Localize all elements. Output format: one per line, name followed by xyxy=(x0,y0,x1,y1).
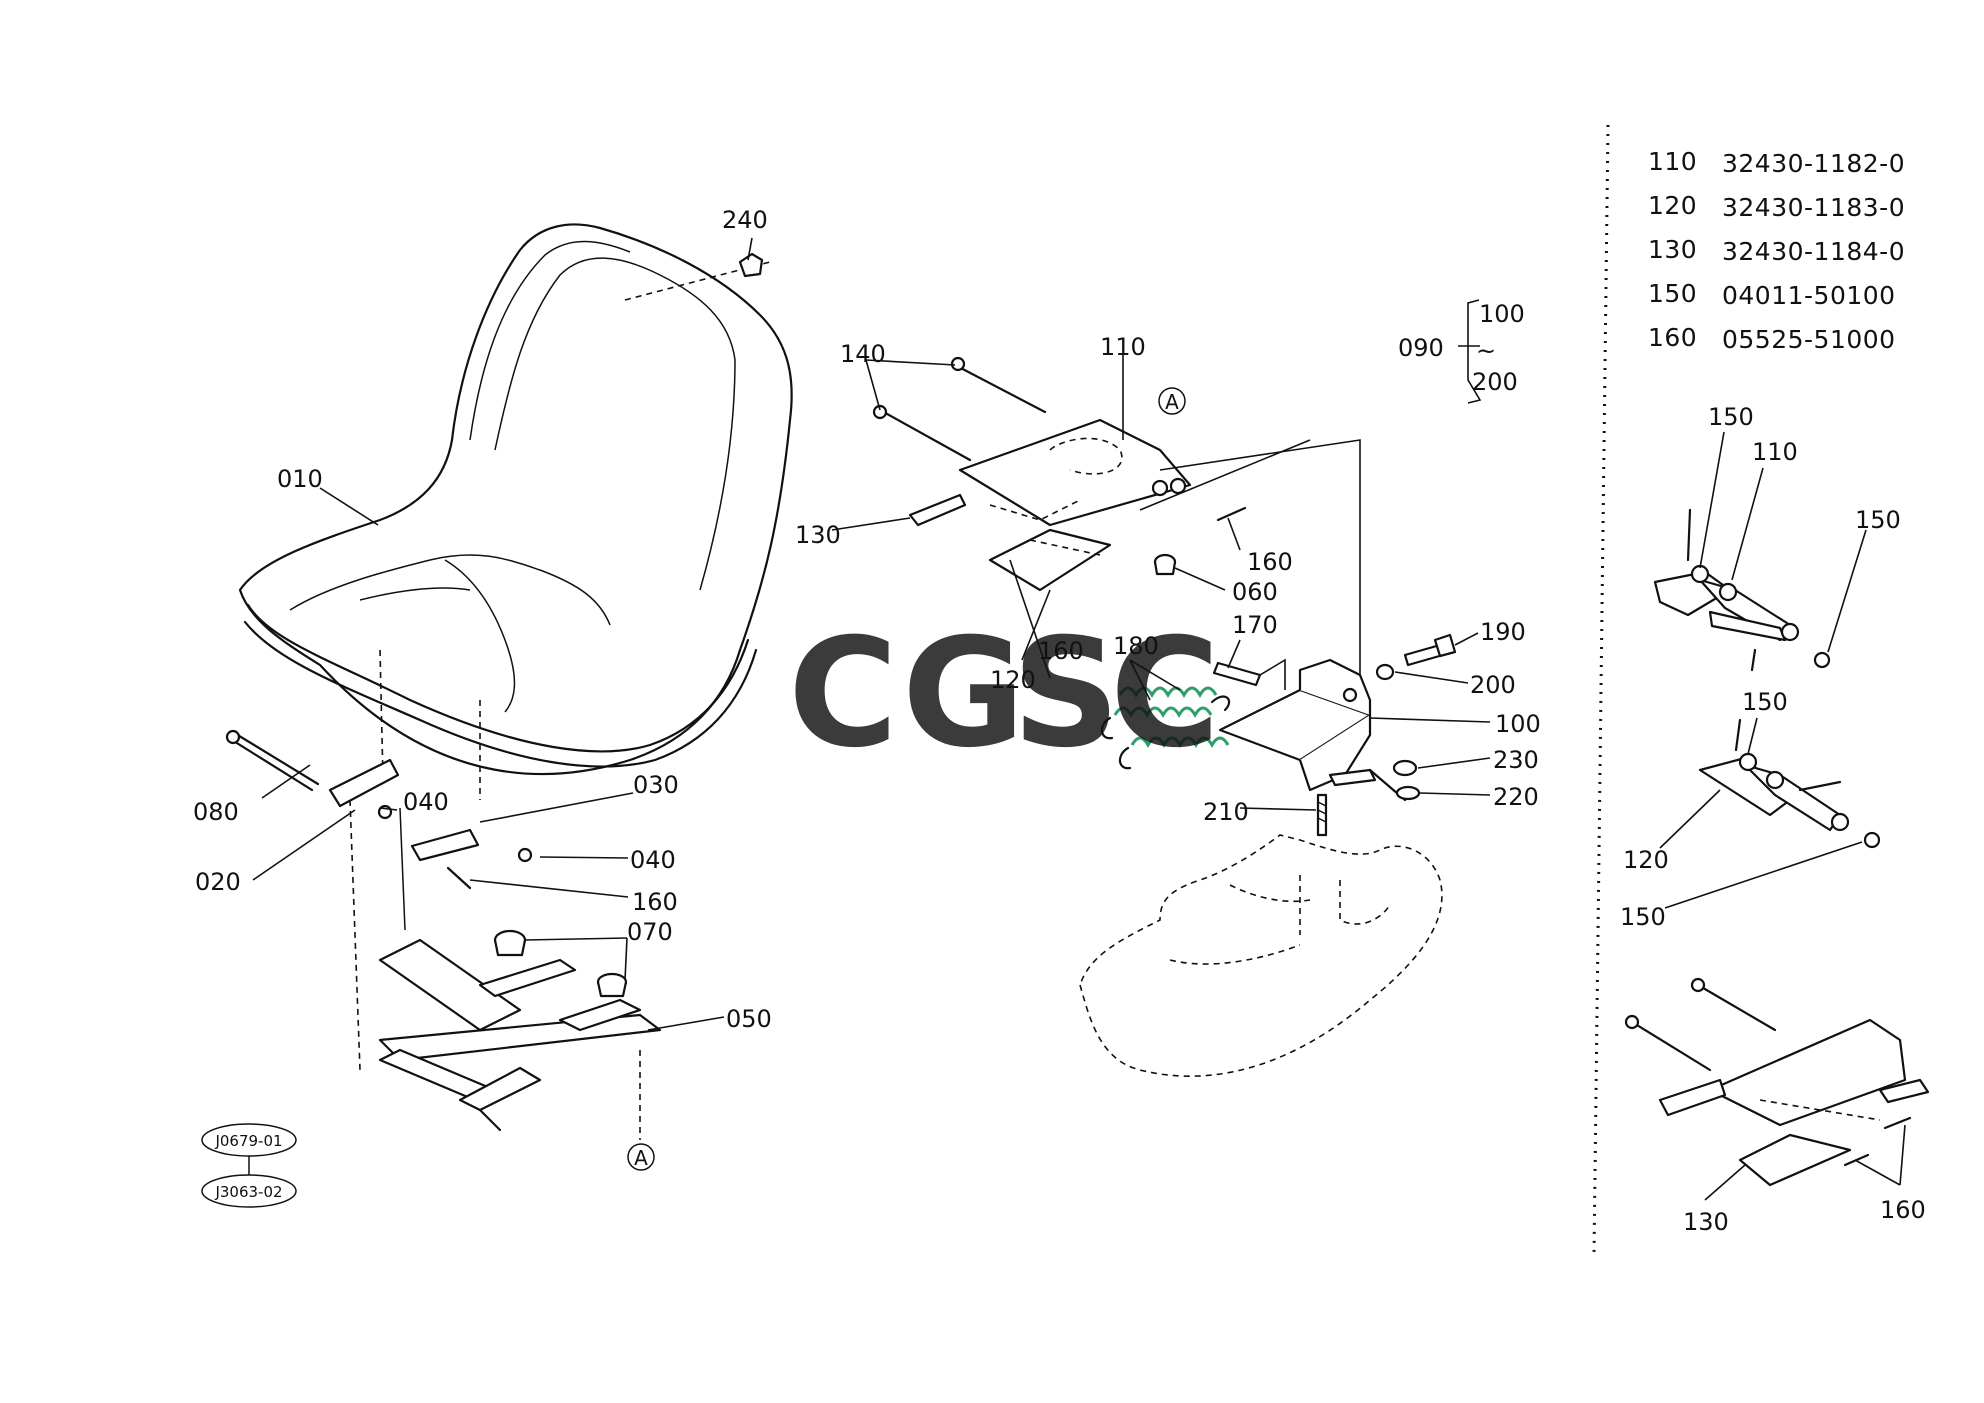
callout-050: 050 xyxy=(726,1005,772,1033)
side-callout-150: 150 xyxy=(1742,688,1788,716)
parts-list-number: 32430-1183-0 xyxy=(1722,193,1905,222)
reference-marker-a-bottom: A xyxy=(627,1143,655,1171)
seat-bracket-100 xyxy=(1218,658,1407,802)
callout-040-lower: 040 xyxy=(630,846,676,874)
serial-tag-start: J0679-01 xyxy=(214,1132,282,1150)
callout-100-range: 100 xyxy=(1479,300,1525,328)
suspension-bracket-assembly xyxy=(872,356,1361,690)
callout-120: 120 xyxy=(990,666,1036,694)
leader-lines xyxy=(252,237,1906,1201)
reference-marker-a-top: A xyxy=(1158,387,1186,415)
callout-020: 020 xyxy=(195,868,241,896)
watermark-letter: G xyxy=(902,607,1025,781)
watermark-letter: C xyxy=(1110,607,1220,781)
parts-list-number: 05525-51000 xyxy=(1722,325,1896,354)
callout-130: 130 xyxy=(795,521,841,549)
tractor-mount-base xyxy=(1079,834,1443,1077)
seat-cushion xyxy=(238,223,793,800)
washer-200 xyxy=(1375,663,1395,681)
detail-lever-110 xyxy=(1653,508,1831,672)
callout-210: 210 xyxy=(1203,798,1249,826)
watermark-logo: C G S C xyxy=(788,607,1220,781)
callout-110: 110 xyxy=(1100,333,1146,361)
pin-170 xyxy=(1212,658,1286,690)
callout-140: 140 xyxy=(840,340,886,368)
callout-060: 060 xyxy=(1232,578,1278,606)
callout-160-middle: 160 xyxy=(1038,637,1084,665)
washer-220 xyxy=(1395,785,1421,801)
side-callout-130: 130 xyxy=(1683,1208,1729,1236)
callout-200-range: 200 xyxy=(1472,368,1518,396)
callout-170: 170 xyxy=(1232,611,1278,639)
rubber-stopper-060 xyxy=(1153,553,1177,576)
callout-230: 230 xyxy=(1493,746,1539,774)
nut-230 xyxy=(1392,759,1418,777)
parts-list-number: 04011-50100 xyxy=(1722,281,1896,310)
detail-lever-120 xyxy=(1698,718,1881,849)
range-tilde: ~ xyxy=(1476,337,1496,365)
side-callout-110: 110 xyxy=(1752,438,1798,466)
side-callout-150: 150 xyxy=(1855,506,1901,534)
side-callout-120: 120 xyxy=(1623,846,1669,874)
svg-text:A: A xyxy=(1165,390,1179,414)
side-callout-150: 150 xyxy=(1620,903,1666,931)
bolt-190 xyxy=(1403,633,1457,667)
callout-labels: 010 020 030 040 040 050 060 070 080 090 … xyxy=(193,206,1541,1033)
parts-list-ref: 120 xyxy=(1648,191,1697,220)
side-callout-160: 160 xyxy=(1880,1196,1926,1224)
parts-list-ref: 110 xyxy=(1648,147,1697,176)
callout-070: 070 xyxy=(627,918,673,946)
callout-240: 240 xyxy=(722,206,768,234)
callout-160-lower: 160 xyxy=(632,888,678,916)
side-callout-labels: 150 110 150 150 120 150 130 160 xyxy=(1620,403,1926,1236)
callout-190: 190 xyxy=(1480,618,1526,646)
callout-100: 100 xyxy=(1495,710,1541,738)
watermark-letter: S xyxy=(1012,607,1120,781)
parts-list-number: 32430-1182-0 xyxy=(1722,149,1905,178)
parts-list-ref: 150 xyxy=(1648,279,1697,308)
svg-text:A: A xyxy=(634,1146,648,1170)
callout-220: 220 xyxy=(1493,783,1539,811)
panel-divider xyxy=(1592,124,1610,1256)
pin-160-upper xyxy=(1216,506,1247,522)
detail-bracket-130 xyxy=(1624,977,1930,1187)
parts-list-ref: 130 xyxy=(1648,235,1697,264)
callout-180: 180 xyxy=(1113,632,1159,660)
side-callout-150: 150 xyxy=(1708,403,1754,431)
slide-rail-assembly xyxy=(225,729,662,1140)
callout-030: 030 xyxy=(633,771,679,799)
serial-tags: J0679-01 J3063-02 xyxy=(201,1123,297,1208)
serial-tag-end: J3063-02 xyxy=(214,1183,282,1201)
callout-090: 090 xyxy=(1398,334,1444,362)
parts-list-number: 32430-1184-0 xyxy=(1722,237,1905,266)
callout-200: 200 xyxy=(1470,671,1516,699)
watermark-letter: C xyxy=(788,607,898,781)
parts-list-ref: 160 xyxy=(1648,323,1697,352)
parts-list: 110 32430-1182-0 120 32430-1183-0 130 32… xyxy=(1648,147,1905,354)
callout-160-upper: 160 xyxy=(1247,548,1293,576)
tension-springs-180 xyxy=(1100,686,1231,770)
cap-bolt-240 xyxy=(738,252,764,278)
stud-bolt-210 xyxy=(1316,793,1328,837)
callout-040-upper: 040 xyxy=(403,788,449,816)
pin-160-lower xyxy=(446,866,472,890)
callout-080: 080 xyxy=(193,798,239,826)
callout-010: 010 xyxy=(277,465,323,493)
